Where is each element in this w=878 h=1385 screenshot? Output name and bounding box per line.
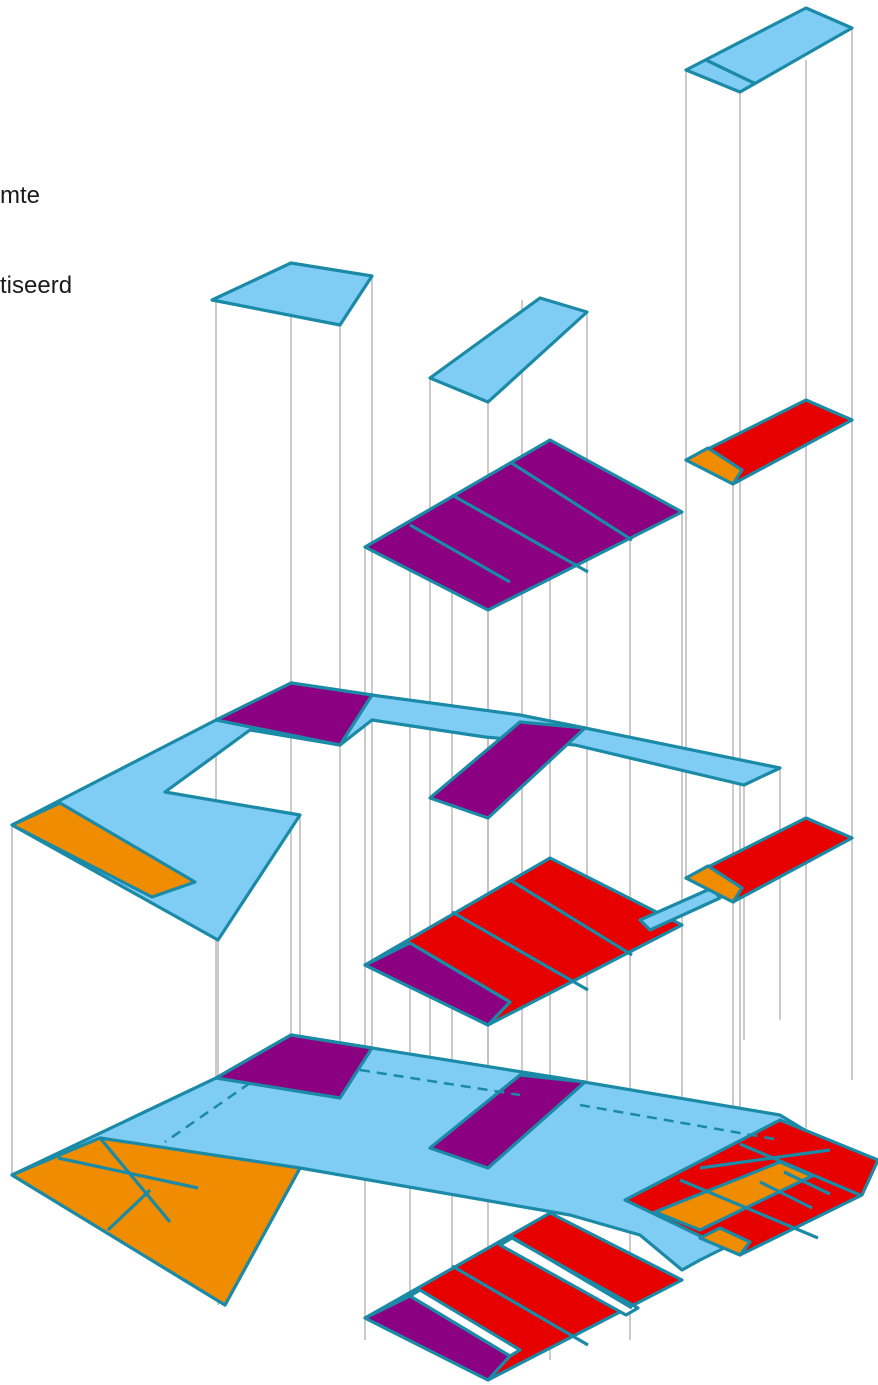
middle-floor-orange [10, 801, 197, 899]
cap-middle [428, 296, 589, 404]
ground-floor-orange-left [10, 1136, 302, 1307]
middle-floor-slab [363, 856, 684, 1027]
middle-floor-purple-left [214, 681, 374, 747]
ground-floor-front-slab [363, 1211, 684, 1382]
cap-right [684, 6, 854, 94]
ground-floor-right-cluster [623, 1118, 878, 1257]
ground-floor-purple-mid [428, 1073, 587, 1170]
middle-floor-purple-mid [428, 720, 587, 820]
middle-floor-blue [10, 681, 782, 942]
right-red-strip-upper [684, 398, 854, 486]
legend-label-2: tiseerd [0, 272, 73, 299]
ground-floor-purple-left [214, 1033, 374, 1100]
legend-label-1: mte [0, 182, 41, 209]
bridge-strip [638, 886, 722, 932]
right-red-strip-middle [684, 816, 854, 904]
cap-right-divider [705, 58, 757, 86]
ground-floor-dashed-edges [164, 1068, 781, 1144]
upper-purple-slab [363, 438, 684, 612]
cap-left [210, 261, 374, 327]
